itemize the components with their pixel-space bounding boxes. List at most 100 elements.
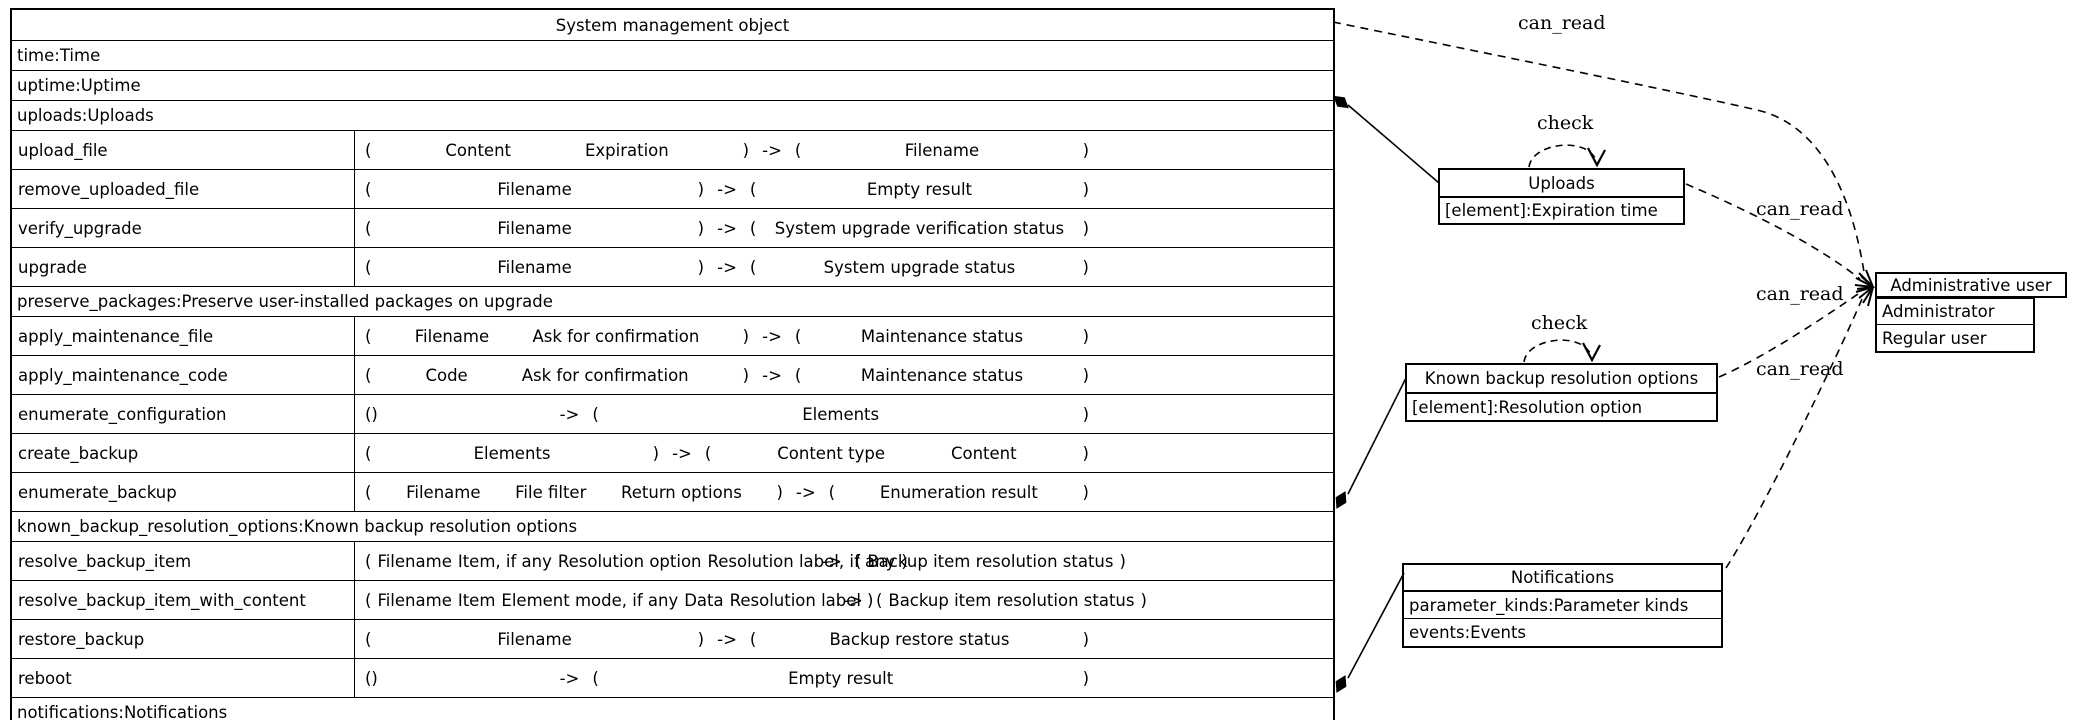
signature-token: )	[1082, 482, 1089, 502]
method-signature: (Filename) -> (System upgrade status)	[355, 248, 1333, 286]
arrow-token: ->	[717, 629, 737, 649]
signature-token: Filename	[377, 551, 452, 571]
arrow-token: ->	[717, 257, 737, 277]
signature-token: (	[365, 179, 372, 199]
attribute-text: notifications:Notifications	[17, 703, 228, 720]
signature-outputs: ( System upgrade status)	[747, 258, 1092, 277]
arrow-token: ->	[822, 551, 842, 571]
signature-token: )	[697, 179, 705, 199]
method-name: upgrade	[12, 248, 355, 286]
arrow-token: ->	[762, 365, 782, 385]
signature-token: (	[704, 443, 712, 463]
signature-token: System upgrade verification status	[774, 218, 1065, 238]
signature-token: (	[365, 218, 372, 238]
signature-token: (	[365, 443, 372, 463]
edge-label-check-backup: check	[1531, 312, 1588, 334]
edge-label-can-read-top: can_read	[1518, 12, 1606, 34]
signature-token: (	[749, 257, 757, 277]
arrow-token: ->	[559, 668, 580, 688]
signature-token: Filename	[377, 590, 452, 610]
signature-outputs: (Filename)	[792, 141, 1092, 160]
edge-label-can-read-middle: can_read	[1756, 283, 1844, 305]
can-read-arrowhead-burst	[1854, 269, 1876, 307]
edge-label-can-read-bottom: can_read	[1756, 358, 1844, 380]
check-arrowhead-uploads	[1587, 147, 1606, 168]
signature-token: Return options	[621, 482, 742, 502]
signature-token: Data	[684, 590, 724, 610]
method-signature: (Filename) -> (Empty result)	[355, 170, 1333, 208]
node-attribute: Administrator	[1882, 302, 1995, 321]
signature-token: Maintenance status	[860, 326, 1024, 346]
table-row-notifications: notifications:Notifications	[12, 697, 1333, 720]
attribute-text: preserve_packages:Preserve user-installe…	[17, 292, 553, 311]
edge-label-check-uploads: check	[1537, 112, 1594, 134]
signature-inputs: ( Filename)	[362, 180, 707, 199]
signature-token: )	[742, 140, 750, 160]
attribute-text: known_backup_resolution_options:Known ba…	[17, 517, 578, 536]
signature-outputs: (System upgrade verification status)	[747, 219, 1092, 238]
table-row-restore-backup: restore_backup (Filename) -> (Backup res…	[12, 619, 1333, 658]
signature-outputs: (Empty result)	[747, 180, 1092, 199]
signature-token: )	[1082, 257, 1089, 277]
signature-token: ()	[365, 404, 378, 424]
signature-token: Empty result	[788, 668, 894, 688]
signature-token: )	[1082, 140, 1089, 160]
signature-token: Filename	[497, 179, 572, 199]
signature-token: Expiration	[584, 140, 669, 160]
method-name: reboot	[12, 659, 355, 697]
signature-token: )	[697, 218, 705, 238]
signature-outputs: (Empty result)	[589, 669, 1092, 688]
attribute-text: uptime:Uptime	[17, 76, 141, 95]
signature-token: System upgrade status	[823, 257, 1016, 277]
method-signature: (Filename) -> (Backup restore status)	[355, 620, 1333, 658]
signature-token: Resolution option	[557, 551, 702, 571]
signature-token: )	[901, 551, 908, 571]
signature-inputs: (Filename)	[362, 630, 707, 649]
node-title: Uploads	[1440, 170, 1683, 197]
edge-notifications-composition	[1347, 572, 1405, 679]
node-attribute: parameter_kinds:Parameter kinds	[1404, 591, 1721, 618]
edge-check-backup-loop	[1523, 339, 1592, 363]
attribute-text: uploads:Uploads	[17, 106, 154, 125]
signature-token: Ask for confirmation	[532, 326, 700, 346]
signature-outputs: (Maintenance status)	[792, 366, 1092, 385]
signature-token: Filename	[497, 629, 572, 649]
node-title: Known backup resolution options	[1407, 365, 1716, 393]
signature-token: (	[592, 404, 599, 424]
signature-token: Backup restore status	[829, 629, 1010, 649]
signature-outputs: (Backup item resolution status)	[873, 591, 1147, 610]
signature-token: Item	[457, 590, 496, 610]
method-name: restore_backup	[12, 620, 355, 658]
signature-token: Filename	[406, 482, 481, 502]
signature-outputs: (Maintenance status)	[792, 327, 1092, 346]
table-row-remove-uploaded-file: remove_uploaded_file (Filename) -> (Empt…	[12, 169, 1333, 208]
signature-token: Ask for confirmation	[521, 365, 689, 385]
signature-token: )	[1082, 365, 1089, 385]
check-arrowhead-backup	[1582, 342, 1601, 363]
edge-label-can-read-uploads: can_read	[1756, 198, 1844, 220]
method-name: enumerate_configuration	[12, 395, 355, 433]
signature-token: ()	[365, 668, 378, 688]
table-row-uptime: uptime:Uptime	[12, 70, 1333, 100]
signature-token: )	[1082, 668, 1090, 688]
node-administrative-user-title: Administrative user	[1875, 272, 2067, 298]
edge-can-read-table-to-admin	[1332, 21, 1865, 273]
node-attribute: [element]:Resolution option	[1407, 393, 1716, 420]
table-row-time: time:Time	[12, 40, 1333, 70]
signature-token: )	[1082, 629, 1089, 649]
signature-token: Empty result	[866, 179, 973, 199]
signature-token: )	[1082, 326, 1089, 346]
signature-token: (	[365, 551, 372, 571]
table-row-create-backup: create_backup (Elements) -> (Content typ…	[12, 433, 1333, 472]
table-row-preserve-packages: preserve_packages:Preserve user-installe…	[12, 286, 1333, 316]
arrow-token: ->	[672, 443, 692, 463]
table-row-enumerate-configuration: enumerate_configuration () -> (Elements)	[12, 394, 1333, 433]
